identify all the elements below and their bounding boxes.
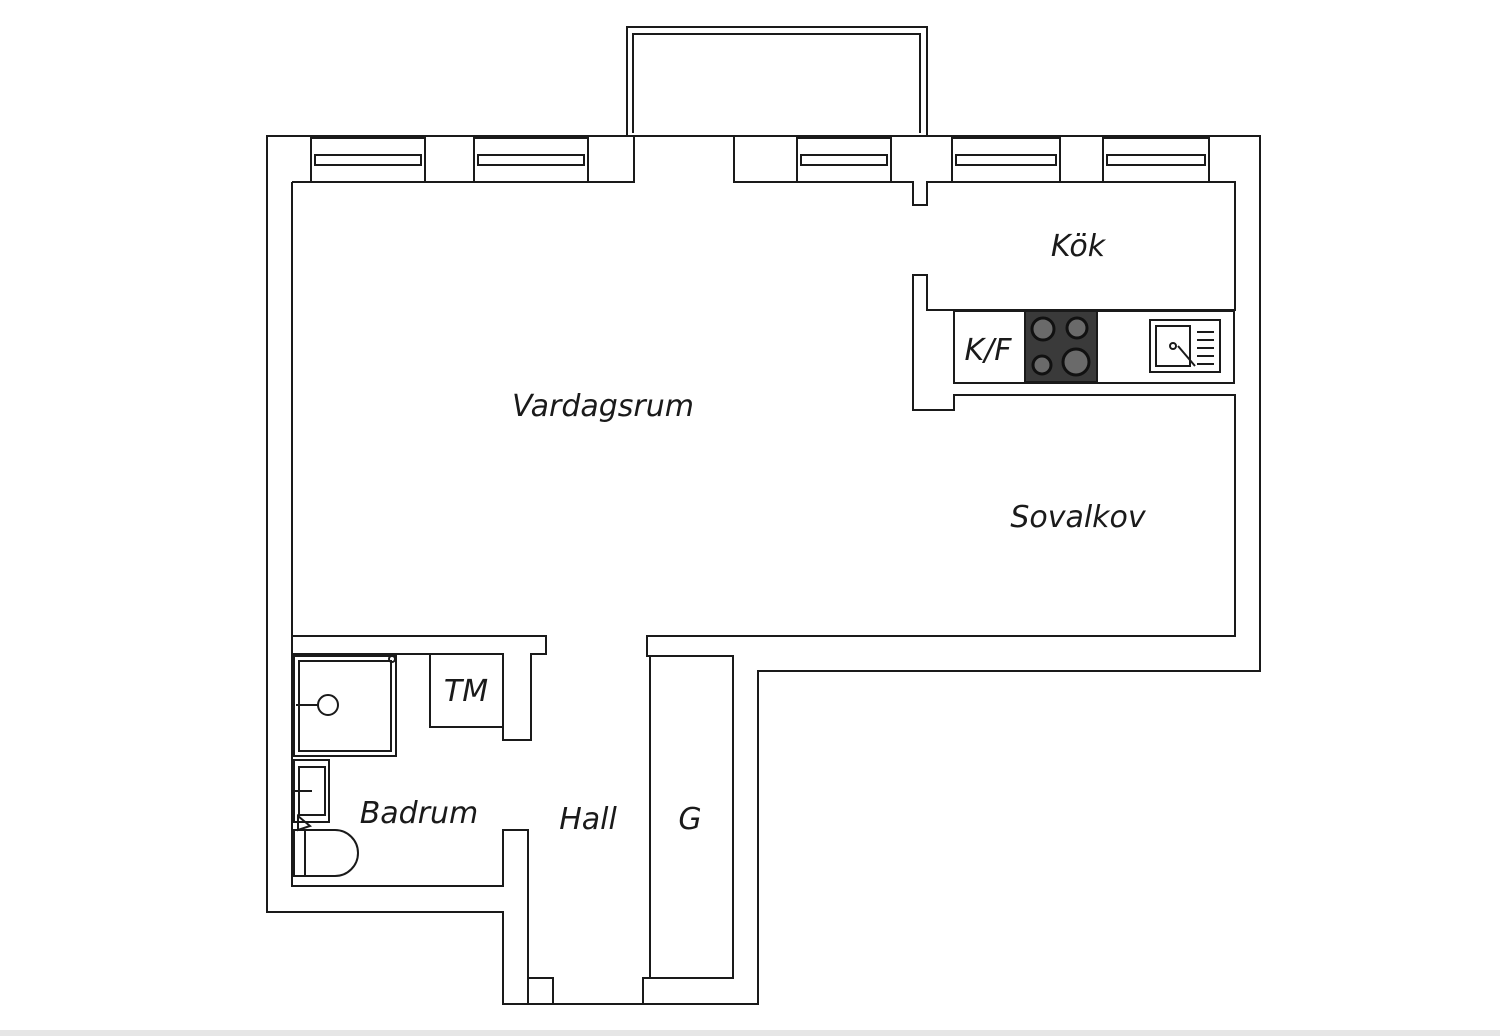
sink [1149, 319, 1221, 373]
label-tm: TM [444, 674, 488, 709]
outer-wall [266, 135, 1261, 1005]
inner-wall-living [291, 182, 547, 741]
inner-wall-top-right [646, 136, 1236, 979]
bathroom-wall [291, 636, 529, 1004]
label-vardagsrum: Vardagsrum [512, 389, 694, 424]
bottom-bar [0, 1030, 1500, 1036]
inner-wall-top-left [292, 136, 635, 183]
windows [310, 137, 1210, 183]
balcony [626, 26, 928, 135]
stove [1024, 310, 1098, 383]
label-kf: K/F [964, 333, 1012, 368]
hall-wall-right-bottom [642, 977, 650, 1004]
toilet [293, 813, 359, 877]
hall-wall-bottom [527, 977, 554, 1004]
label-badrum: Badrum [360, 796, 479, 831]
label-kok: Kök [1051, 229, 1107, 264]
shower [293, 655, 397, 757]
label-hall: Hall [559, 802, 617, 837]
label-sovalkov: Sovalkov [1010, 500, 1147, 535]
label-g: G [678, 802, 701, 837]
